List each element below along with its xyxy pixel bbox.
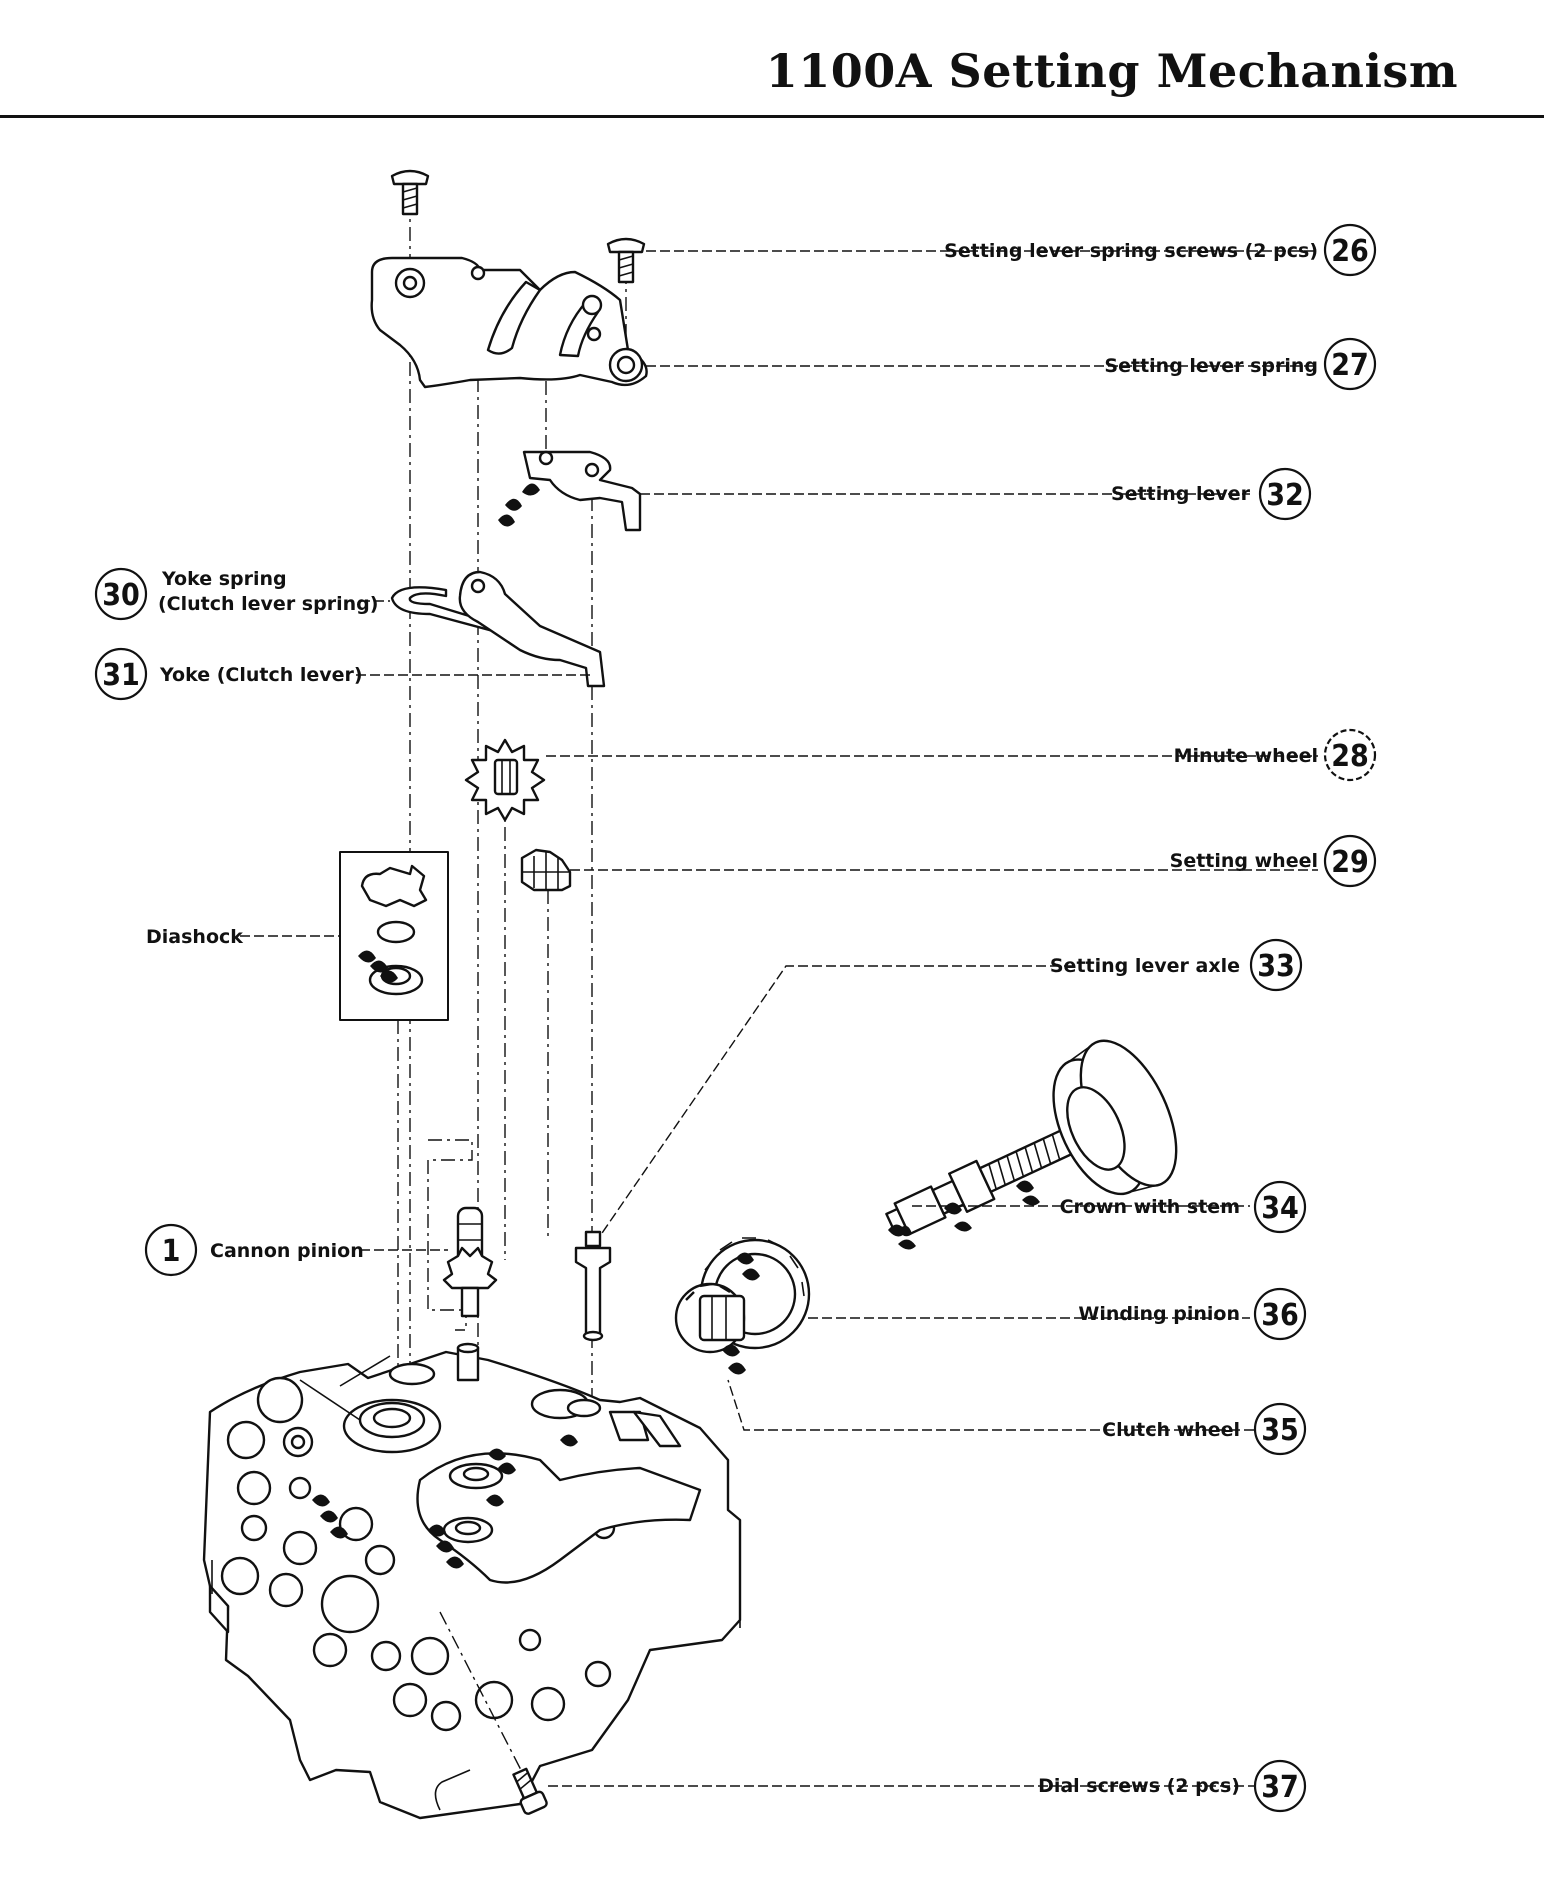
crown-with-stem-part <box>885 1039 1178 1250</box>
callout-number: 35 <box>1261 1413 1299 1448</box>
callout-circle <box>1253 1287 1307 1341</box>
callout-setting-lever-axle: Setting lever axle 33 <box>1050 938 1303 992</box>
callout-circle <box>1253 1759 1307 1813</box>
callout-diashock: Diashock <box>146 926 243 948</box>
callout-number: 27 <box>1331 348 1369 383</box>
leader-lines <box>240 250 1318 1787</box>
callout-number: 37 <box>1261 1770 1299 1805</box>
callout-minute-wheel: Minute wheel 28 <box>1174 728 1377 782</box>
callout-cannon-pinion: 1 Cannon pinion <box>144 1223 364 1277</box>
callout-circle <box>1323 223 1377 277</box>
callout-label: Minute wheel <box>1174 745 1318 767</box>
setting-wheel-part <box>520 848 572 892</box>
callout-circle <box>1323 337 1377 391</box>
callout-number: 36 <box>1261 1298 1299 1333</box>
callout-clutch-wheel: Clutch wheel 35 <box>1102 1402 1307 1456</box>
page-title: 1100A Setting Mechanism <box>765 44 1458 98</box>
callout-setting-lever-spring-screws: Setting lever spring screws (2 pcs) 26 <box>944 223 1377 277</box>
setting-lever-axle-part <box>574 1230 612 1342</box>
callout-yoke: 31 Yoke (Clutch lever) <box>94 647 363 701</box>
callout-label: Diashock <box>146 926 243 948</box>
setting-lever-part <box>498 450 642 532</box>
main-plate <box>202 1342 742 1820</box>
callout-circle <box>144 1223 198 1277</box>
callout-yoke-spring: 30 Yoke spring (Clutch lever spring) <box>94 567 378 621</box>
callout-circle <box>1253 1402 1307 1456</box>
callout-dial-screws: Dial screws (2 pcs) 37 <box>1038 1759 1307 1813</box>
callout-number: 1 <box>162 1234 181 1269</box>
clutch-wheel-part <box>674 1237 811 1375</box>
callout-number: 33 <box>1257 949 1295 984</box>
callout-number: 31 <box>102 658 140 693</box>
callout-setting-lever-spring: Setting lever spring 27 <box>1104 337 1377 391</box>
diashock-part <box>339 851 449 1021</box>
callout-setting-wheel: Setting wheel 29 <box>1170 834 1377 888</box>
callout-circle <box>94 567 148 621</box>
callout-circle <box>1323 728 1377 782</box>
yoke-part <box>458 570 606 688</box>
callout-circle <box>1258 467 1312 521</box>
callout-number: 26 <box>1331 234 1369 269</box>
callout-label: Dial screws (2 pcs) <box>1038 1775 1240 1797</box>
minute-wheel-part <box>464 738 546 822</box>
callout-label: Setting wheel <box>1170 850 1318 872</box>
callout-circle <box>1253 1180 1307 1234</box>
callout-number: 29 <box>1331 845 1369 880</box>
callout-circle <box>1323 834 1377 888</box>
callout-number: 34 <box>1261 1191 1299 1226</box>
callout-label: Setting lever spring screws (2 pcs) <box>944 240 1318 262</box>
setting-lever-spring-screw-left <box>390 169 430 216</box>
callout-circle <box>94 647 148 701</box>
callout-circle <box>1249 938 1303 992</box>
callout-label: Setting lever <box>1111 483 1251 505</box>
callout-label: Cannon pinion <box>210 1240 364 1262</box>
callout-label: Winding pinion <box>1078 1303 1240 1325</box>
callout-label-line2: (Clutch lever spring) <box>158 593 378 615</box>
callout-setting-lever: Setting lever 32 <box>1111 467 1312 521</box>
callout-number: 30 <box>102 578 140 613</box>
callout-number: 28 <box>1331 739 1369 774</box>
callout-label: Setting lever axle <box>1050 955 1240 977</box>
callout-number: 32 <box>1266 478 1304 513</box>
title-rule <box>0 115 1544 118</box>
callout-label: Crown with stem <box>1060 1196 1240 1218</box>
callout-winding-pinion: Winding pinion 36 <box>1078 1287 1307 1341</box>
setting-lever-spring-screw-right <box>606 237 646 284</box>
dial-screw-part <box>439 1611 548 1815</box>
callout-label: Yoke (Clutch lever) <box>159 664 363 686</box>
cannon-pinion-part <box>442 1206 498 1318</box>
callout-label: Setting lever spring <box>1104 355 1318 377</box>
callout-label: Yoke spring <box>161 568 287 590</box>
callout-label: Clutch wheel <box>1102 1419 1240 1441</box>
setting-lever-spring-part <box>370 256 648 389</box>
callout-crown-with-stem: Crown with stem 34 <box>1060 1180 1307 1234</box>
